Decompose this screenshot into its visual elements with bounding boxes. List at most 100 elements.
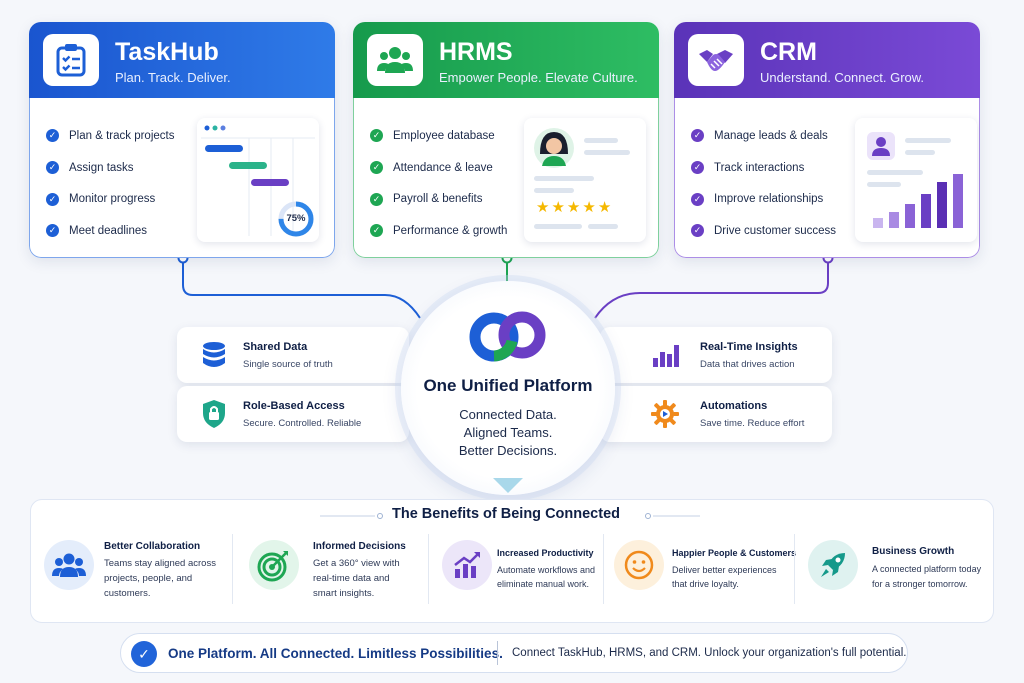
list-item: ✓ Employee database <box>370 120 507 152</box>
taskhub-tagline: Plan. Track. Deliver. <box>115 70 231 85</box>
check-icon: ✓ <box>370 129 383 143</box>
automations-title: Automations <box>700 400 768 412</box>
hub-line: Aligned Teams. <box>463 425 553 440</box>
shared-data-subtitle: Single source of truth <box>243 359 333 370</box>
hrms-title: HRMS <box>439 38 513 66</box>
list-item: ✓Attendance & leave <box>370 152 507 184</box>
gantt-chart-illustration <box>201 125 315 237</box>
check-icon: ✓ <box>46 129 59 143</box>
list-item: ✓Track interactions <box>691 152 836 184</box>
real-time-insights-title: Real-Time Insights <box>700 341 798 353</box>
feature-label: Drive customer success <box>714 224 837 237</box>
benefit-text: for a stronger tomorrow. <box>872 579 968 589</box>
check-icon: ✓ <box>370 192 383 206</box>
benefit-title: Informed Decisions <box>313 541 406 552</box>
hrms-feature-list: ✓ Employee database ✓Attendance & leave ✓… <box>370 120 507 247</box>
crm-tagline: Understand. Connect. Grow. <box>760 70 925 85</box>
benefit-text: projects, people, and <box>104 573 193 584</box>
hrms-tagline: Empower People. Elevate Culture. <box>439 70 638 85</box>
star-icon: ★ <box>536 199 552 216</box>
taskhub-card-body: ✓ Plan & track projects ✓ Assign tasks ✓Mo… <box>29 98 335 258</box>
divider <box>232 534 233 604</box>
list-item: ✓ Payroll & benefits <box>370 183 507 215</box>
check-icon: ✓ <box>46 192 59 206</box>
crm-feature-list: ✓Manage leads & deals ✓Track interaction… <box>691 120 836 247</box>
footer-banner <box>120 633 908 673</box>
benefit-text: Automate workflows and <box>497 565 596 575</box>
hrms-card: HRMS Empower People. Elevate Culture. ✓ E… <box>353 22 659 258</box>
feature-label: Improve relationships <box>714 193 824 206</box>
taskhub-title: TaskHub <box>115 38 219 66</box>
feature-label: Meet deadlines <box>69 224 147 237</box>
list-item: ✓ Manage leads & deals <box>691 120 836 152</box>
star-icon: ★ <box>566 199 583 216</box>
feature-label: Performance & growth <box>393 224 508 237</box>
unified-platform-logo <box>469 311 546 362</box>
footer-divider <box>497 641 498 665</box>
bar-chart-icon <box>650 340 680 370</box>
star-icon: ★ <box>582 199 598 216</box>
hub-title: One Unified Platform <box>423 376 593 395</box>
feature-label: Manage leads & deals <box>714 129 828 142</box>
growth-chart-icon <box>442 540 492 590</box>
footer-tagline: Connect TaskHub, HRMS, and CRM. Unlock y… <box>512 647 907 659</box>
employee-profile-panel: ★★★★★ <box>524 118 646 242</box>
crm-title: CRM <box>760 38 817 66</box>
benefits-heading: The Benefits of Being Connected <box>392 506 620 522</box>
benefit-text: eliminate manual work. <box>497 579 590 589</box>
clipboard-checklist-icon <box>43 34 99 86</box>
taskhub-card: TaskHub Plan. Track. Deliver. ✓ Plan & tr… <box>29 22 335 258</box>
benefit-text: Deliver better experiences <box>672 565 777 575</box>
list-item: ✓ Plan & track projects <box>46 120 174 152</box>
benefit-title: Happier People & Customers <box>672 548 797 558</box>
check-icon: ✓ <box>46 161 59 175</box>
database-icon <box>199 340 229 370</box>
crm-card: CRM Understand. Connect. Grow. ✓ Manage l… <box>674 22 980 258</box>
benefit-text: customers. <box>104 588 151 599</box>
star-icon: ★ <box>597 199 614 216</box>
feature-label: Assign tasks <box>69 161 134 174</box>
check-icon: ✓ <box>46 224 59 238</box>
crm-card-header: CRM Understand. Connect. Grow. <box>674 22 980 98</box>
list-item: ✓Monitor progress <box>46 183 174 215</box>
check-icon: ✓ <box>370 161 383 175</box>
check-icon: ✓ <box>691 192 704 206</box>
customer-growth-panel <box>855 118 977 242</box>
star-rating: ★★★★★ <box>536 198 613 216</box>
real-time-insights-subtitle: Data that drives action <box>700 359 795 370</box>
check-icon: ✓ <box>691 224 704 238</box>
customer-growth-illustration <box>867 132 963 228</box>
people-group-icon <box>367 34 423 86</box>
team-icon <box>44 540 94 590</box>
shield-lock-icon <box>199 399 229 429</box>
rocket-icon <box>808 540 858 590</box>
crm-card-body: ✓Manage leads & deals ✓Track interaction… <box>674 98 980 258</box>
gantt-chart-panel: 75% <box>197 118 319 242</box>
benefit-title: Business Growth <box>872 546 955 557</box>
role-based-access-subtitle: Secure. Controlled. Reliable <box>243 418 362 429</box>
real-time-insights-pill: Real-Time Insights Data that drives acti… <box>600 327 832 383</box>
feature-label: Payroll & benefits <box>393 193 483 206</box>
feature-label: Track interactions <box>714 161 805 174</box>
benefit-title: Better Collaboration <box>104 541 201 552</box>
check-icon: ✓ <box>691 129 704 143</box>
check-icon: ✓ <box>370 224 383 238</box>
automations-subtitle: Save time. Reduce effort <box>700 418 805 429</box>
taskhub-feature-list: ✓ Plan & track projects ✓ Assign tasks ✓Mo… <box>46 120 174 247</box>
list-item: ✓ Improve relationships <box>691 183 836 215</box>
benefit-text: Get a 360° view with <box>313 558 400 569</box>
gear-icon <box>650 399 680 429</box>
handshake-icon <box>688 34 744 86</box>
feature-label: Plan & track projects <box>69 129 175 142</box>
divider <box>794 534 795 604</box>
hub-line: Better Decisions. <box>458 443 558 458</box>
hrms-card-body: ✓ Employee database ✓Attendance & leave ✓… <box>353 98 659 258</box>
benefit-text: smart insights. <box>313 588 375 599</box>
taskhub-card-header: TaskHub Plan. Track. Deliver. <box>29 22 335 98</box>
list-item: ✓ Meet deadlines <box>46 215 174 247</box>
feature-label: Employee database <box>393 129 495 142</box>
benefit-text: that drive loyalty. <box>672 579 739 589</box>
progress-label: 75% <box>286 213 306 224</box>
shared-data-pill: Shared Data Single source of truth <box>177 327 409 383</box>
role-based-access-title: Role-Based Access <box>243 400 345 412</box>
